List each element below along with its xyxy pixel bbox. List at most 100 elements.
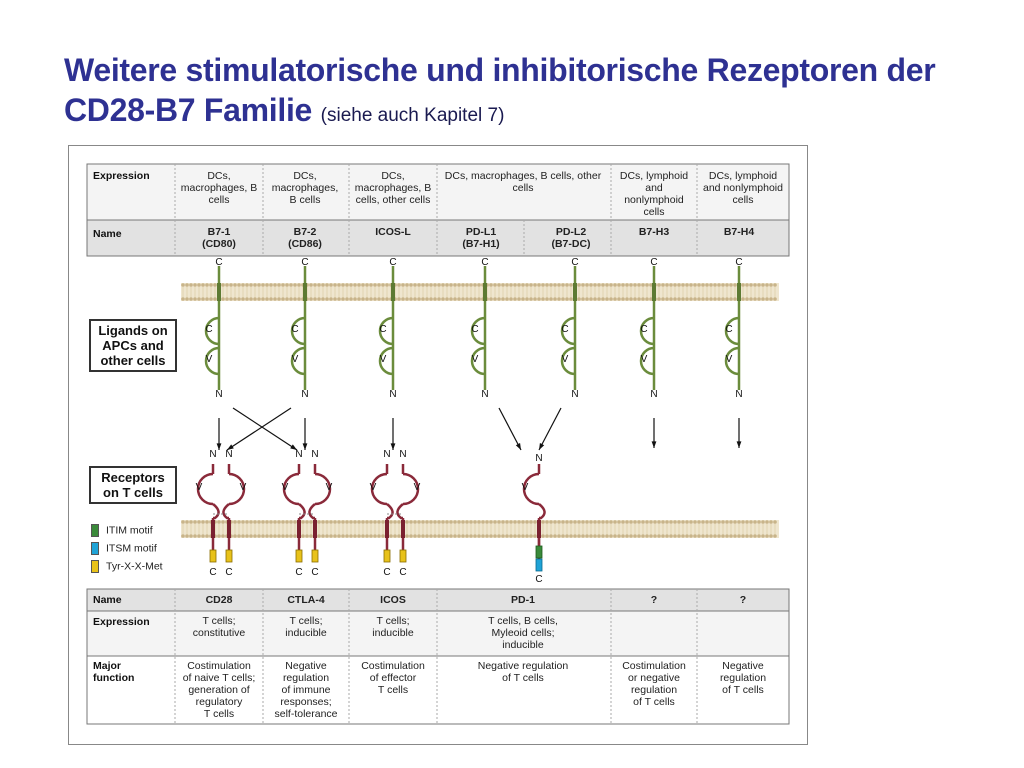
- lipid-head: [557, 283, 561, 287]
- arrow-head: [290, 444, 297, 450]
- lipid-head: [757, 297, 761, 301]
- lipid-head: [305, 534, 309, 538]
- lipid-head: [437, 297, 441, 301]
- lipid-head: [721, 520, 725, 524]
- lipid-head: [261, 520, 265, 524]
- lipid-head: [693, 520, 697, 524]
- lipid-head: [709, 283, 713, 287]
- transmembrane-segment: [217, 283, 221, 301]
- lipid-head: [329, 283, 333, 287]
- lipid-head: [469, 520, 473, 524]
- cell-line: Costimulation: [361, 660, 425, 672]
- lipid-head: [269, 520, 273, 524]
- lipid-head: [357, 520, 361, 524]
- lipid-head: [681, 534, 685, 538]
- lipid-head: [481, 534, 485, 538]
- lipid-head: [693, 534, 697, 538]
- cell-line: of effector: [369, 672, 417, 684]
- lipid-head: [529, 520, 533, 524]
- lipid-head: [433, 283, 437, 287]
- lipid-head: [509, 297, 513, 301]
- lipid-head: [521, 283, 525, 287]
- bottom-name-cell: ?: [739, 594, 747, 606]
- lipid-head: [669, 283, 673, 287]
- lipid-head: [429, 297, 433, 301]
- cell-line: (CD86): [288, 238, 322, 250]
- lipid-head: [465, 283, 469, 287]
- lipid-head: [521, 534, 525, 538]
- lipid-head: [309, 283, 313, 287]
- v-domain-label: V: [640, 354, 648, 365]
- cell-line: of naive T cells;: [182, 672, 256, 684]
- lipid-head: [685, 534, 689, 538]
- lipid-head: [725, 283, 729, 287]
- top-expression-cell: DCs, macrophages, B cells: [271, 170, 339, 206]
- lipid-head: [189, 283, 193, 287]
- cell-line: B7-2: [293, 226, 317, 238]
- lipid-head: [733, 534, 737, 538]
- arrow-head: [736, 441, 742, 448]
- lipid-head: [645, 297, 649, 301]
- top-name-cell: B7-1(CD80): [174, 226, 264, 250]
- lipid-head: [233, 520, 237, 524]
- bottom-name-cell: PD-1: [511, 594, 535, 606]
- lipid-head: [253, 283, 257, 287]
- lipid-head: [541, 534, 545, 538]
- lipid-head: [581, 297, 585, 301]
- lipid-head: [637, 520, 641, 524]
- lipid-head: [477, 297, 481, 301]
- top-expression-row: [87, 164, 789, 220]
- lipid-head: [457, 283, 461, 287]
- lipid-head: [553, 283, 557, 287]
- lipid-head: [617, 297, 621, 301]
- lipid-head: [297, 297, 301, 301]
- lipid-head: [721, 534, 725, 538]
- ligands-label-line: APCs and: [102, 338, 164, 353]
- lipid-head: [421, 534, 425, 538]
- lipid-head: [749, 534, 753, 538]
- top-expression-cell: DCs, lymphoid and nonlymphoid cells: [619, 170, 689, 218]
- lipid-head: [533, 534, 537, 538]
- function-header-line: function: [93, 672, 135, 684]
- v-domain-loop: [204, 346, 220, 376]
- lipid-head: [413, 520, 417, 524]
- lipid-head: [525, 520, 529, 524]
- legend-label: Tyr-X-X-Met: [106, 560, 163, 573]
- receptor-n-terminus: N: [383, 449, 391, 460]
- lipid-head: [461, 534, 465, 538]
- lipid-head: [181, 283, 185, 287]
- lipid-head: [629, 534, 633, 538]
- cell-line: constitutive: [192, 627, 246, 639]
- ligand-5: [639, 266, 656, 390]
- binding-arrow: [232, 407, 298, 451]
- lipid-head: [729, 534, 733, 538]
- lipid-head: [613, 297, 617, 301]
- lipid-head: [557, 534, 561, 538]
- c-domain-loop: [204, 316, 220, 346]
- lipid-head: [501, 520, 505, 524]
- cell-line: T cells: [377, 684, 409, 696]
- lipid-head: [705, 297, 709, 301]
- lipid-head: [765, 297, 769, 301]
- lipid-head: [209, 297, 213, 301]
- transmembrane-segment: [573, 283, 577, 301]
- lipid-head: [729, 283, 733, 287]
- membrane-band: [181, 283, 779, 301]
- receptor-c-terminus: C: [535, 574, 543, 585]
- receptor-c-terminus: C: [383, 567, 391, 578]
- ligand-c-terminus: C: [735, 257, 743, 268]
- lipid-head: [269, 297, 273, 301]
- lipid-head: [761, 534, 765, 538]
- top-expression-cell: DCs, macrophages, B cells: [180, 170, 258, 206]
- lipid-head: [421, 297, 425, 301]
- top-expression-cell: DCs, lymphoid and nonlymphoid cells: [703, 170, 783, 206]
- lipid-head: [553, 520, 557, 524]
- lipid-head: [193, 297, 197, 301]
- lipid-head: [277, 520, 281, 524]
- lipid-head: [373, 520, 377, 524]
- ligand-n-terminus: N: [650, 389, 658, 400]
- lipid-head: [525, 534, 529, 538]
- lipid-head: [237, 534, 241, 538]
